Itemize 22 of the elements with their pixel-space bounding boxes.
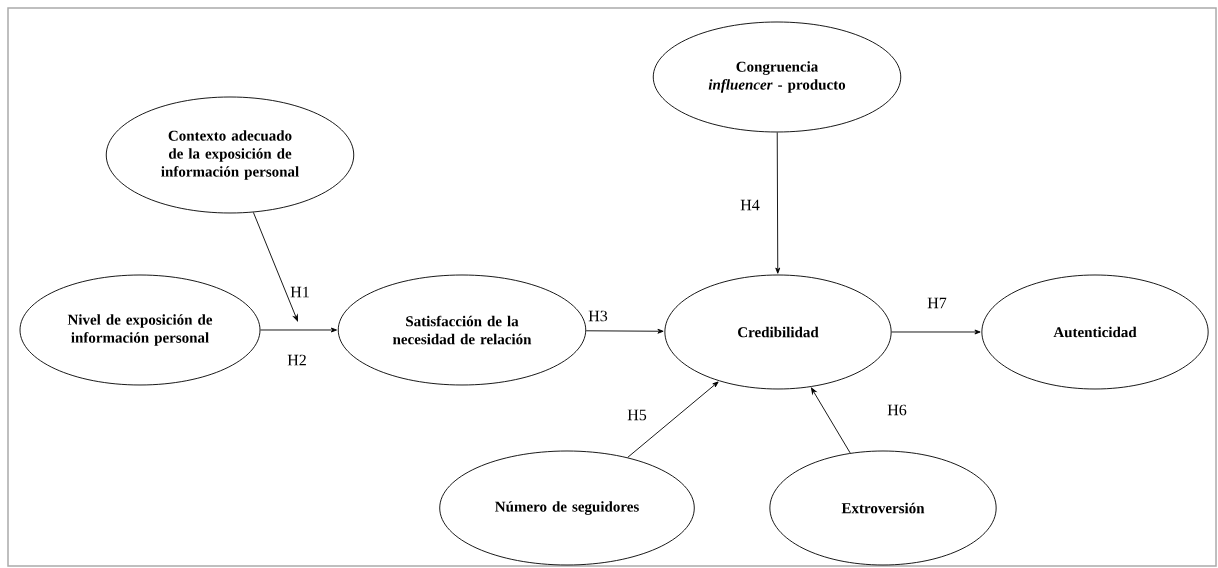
ellipse-node: Congruencia influencer - producto	[652, 21, 902, 133]
arrow	[260, 327, 337, 333]
ellipse-node: Satisfacción de la necesidad de relación	[337, 274, 587, 386]
edge-label: H5	[626, 408, 648, 422]
ellipse-node: Autenticidad	[981, 274, 1209, 390]
arrow	[585, 328, 664, 334]
arrow	[627, 381, 719, 458]
arrow	[811, 387, 851, 454]
edge-label: H6	[886, 403, 908, 417]
edge-label: H1	[289, 285, 311, 299]
ellipse-node: Credibilidad	[664, 274, 892, 390]
edge-label: H7	[926, 296, 948, 310]
arrow	[775, 132, 781, 274]
arrow	[252, 211, 298, 322]
edge-label: H4	[739, 198, 761, 212]
arrow	[891, 329, 981, 335]
edge-label: H2	[286, 353, 308, 367]
ellipse-node: Número de seguidores	[439, 450, 695, 566]
ellipse-node: Nivel de exposición de información personal	[19, 274, 261, 386]
ellipse-node: Contexto adecuado de la exposición de información personal	[105, 96, 355, 214]
edge-label: H3	[587, 309, 609, 323]
ellipse-node: Extroversión	[769, 450, 997, 566]
